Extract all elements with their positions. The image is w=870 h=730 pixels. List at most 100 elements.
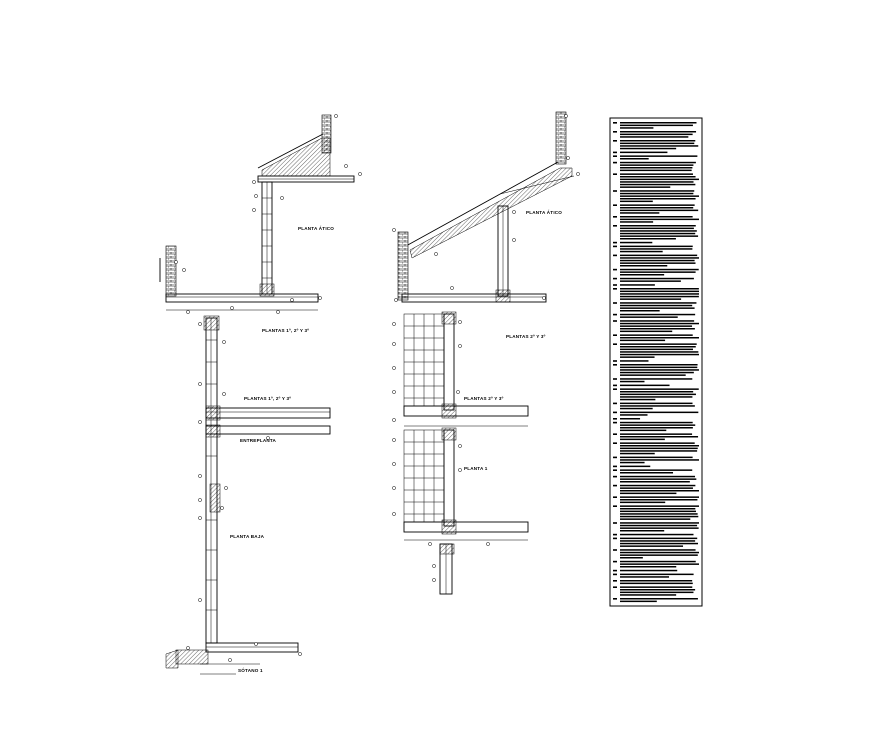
note-text-line (620, 290, 699, 293)
note-text-line (620, 140, 696, 142)
note-text-line (620, 277, 694, 280)
note-text-line (620, 522, 699, 524)
note-text-line (620, 391, 694, 393)
note-marker (613, 245, 617, 248)
note-text-line (620, 513, 698, 515)
note-text-line (620, 411, 699, 414)
note-text-line (620, 510, 696, 513)
note-text-line (620, 573, 694, 576)
note-text-line (620, 304, 693, 307)
note-text-line (620, 262, 696, 264)
note-text-line (620, 447, 698, 450)
note-text-line (620, 268, 699, 271)
note-text-line (620, 302, 697, 304)
note-text-line (620, 337, 699, 339)
note-text-line (620, 245, 693, 248)
note-marker (613, 505, 617, 507)
note-text-line (620, 151, 668, 154)
note-text-line (620, 230, 697, 232)
note-text-line (620, 576, 670, 578)
note-text-line (620, 424, 696, 426)
note-text-line (620, 533, 694, 536)
note-marker (613, 334, 617, 336)
note-text-line (620, 204, 695, 206)
note-text-line (620, 542, 699, 545)
note-marker (613, 418, 617, 420)
note-text-line (620, 131, 697, 133)
note-text-line (620, 136, 689, 138)
note-text-line (620, 393, 696, 396)
left-foundation (175, 649, 209, 665)
note-text-line (620, 164, 694, 166)
note-text-line (620, 265, 668, 267)
note-text-line (620, 186, 671, 188)
note-marker (613, 388, 617, 390)
note-text-line (620, 436, 699, 438)
note-text-line (620, 402, 693, 405)
note-marker (613, 586, 617, 588)
note-text-line (620, 465, 651, 468)
note-text-line (620, 288, 699, 290)
note-text-line (620, 501, 666, 504)
left-section: PLANTA ÁTICO PLANTAS 1º, 2º Y 3º PLANTAS… (159, 114, 362, 675)
left-ground-slab (205, 642, 299, 653)
note-text-line (620, 421, 693, 424)
note-marker (613, 277, 617, 280)
note-marker (613, 288, 617, 290)
note-text-line (620, 271, 696, 273)
note-text-line (620, 351, 699, 353)
note-text-line (620, 190, 695, 192)
note-text-line (620, 427, 693, 429)
note-marker (613, 151, 617, 154)
note-text-line (620, 549, 696, 551)
note-text-line (620, 127, 654, 129)
right-floor-slab-2 (403, 521, 529, 533)
note-text-line (620, 158, 649, 160)
left-floor-slab-1 (205, 407, 331, 419)
note-marker (613, 469, 617, 471)
note-marker (613, 496, 617, 498)
note-text-line (620, 167, 693, 169)
note-marker (613, 204, 617, 206)
note-text-line (620, 254, 698, 257)
label-left-planta-atico: PLANTA ÁTICO (298, 225, 334, 231)
note-marker (613, 411, 617, 414)
label-right-plantas-2-3-lower: PLANTAS 2º Y 3º (464, 396, 504, 401)
label-left-plantas-1-2-3-lower: PLANTAS 1º, 2º Y 3º (244, 396, 291, 401)
left-terrace-slab (165, 293, 319, 303)
note-text-line (620, 155, 698, 157)
note-text-line (620, 524, 698, 527)
note-text-line (620, 209, 699, 212)
note-text-line (620, 310, 660, 312)
note-marker (613, 402, 617, 405)
note-text-line (620, 591, 694, 594)
right-chimney (555, 111, 567, 165)
note-text-line (620, 492, 677, 495)
note-text-line (620, 563, 699, 565)
note-text-line (620, 554, 698, 556)
note-text-line (620, 207, 694, 209)
label-left-entreplanta: ENTREPLANTA (240, 438, 277, 443)
note-text-line (620, 450, 698, 452)
note-text-line (620, 481, 690, 483)
note-text-line (620, 227, 694, 230)
note-marker (613, 313, 617, 316)
note-text-line (620, 456, 693, 459)
note-text-line (620, 438, 665, 441)
note-marker (613, 484, 617, 487)
note-text-line (620, 398, 656, 401)
note-text-line (620, 518, 691, 520)
note-text-line (620, 248, 693, 250)
note-text-line (620, 176, 696, 178)
note-text-line (620, 469, 693, 471)
note-text-line (620, 293, 699, 295)
note-text-line (620, 475, 696, 478)
note-text-line (620, 484, 696, 487)
note-text-line (620, 142, 695, 145)
note-text-line (620, 161, 696, 164)
note-text-line (620, 235, 699, 237)
note-marker (613, 190, 617, 192)
note-marker (613, 216, 617, 218)
note-text-line (620, 499, 698, 501)
note-text-line (620, 334, 693, 336)
